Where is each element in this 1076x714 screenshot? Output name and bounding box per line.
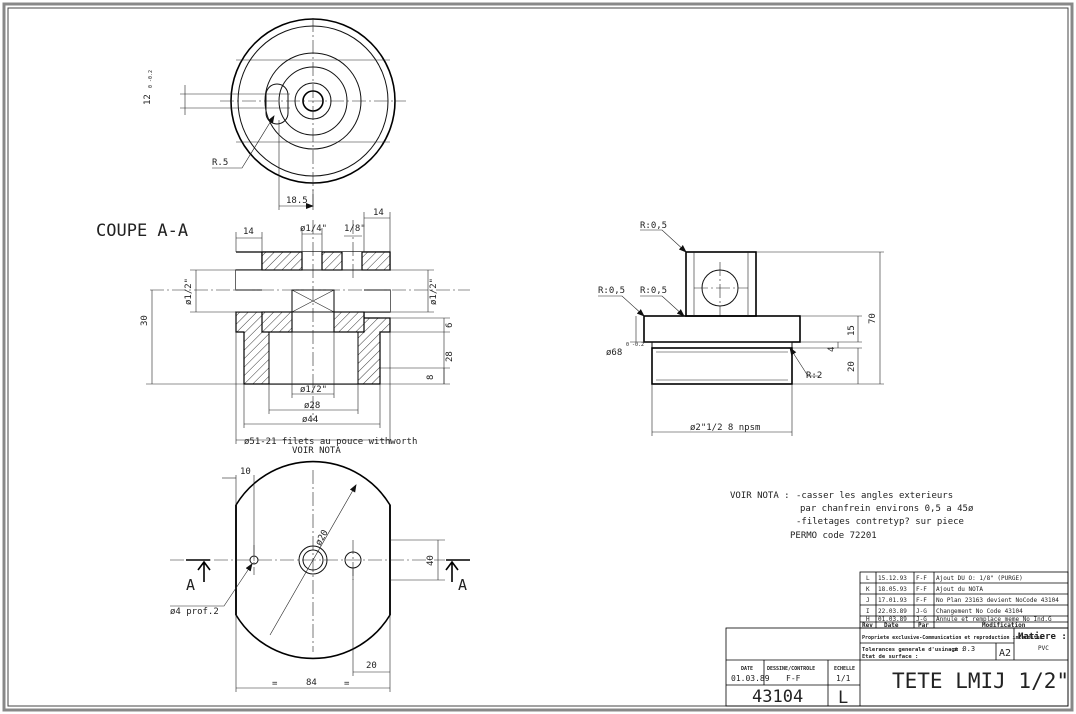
dim-sec-14a: 14 (243, 227, 254, 237)
rev-row-4-par: J-G (916, 608, 927, 615)
rev-header-rev: Rev (862, 622, 873, 629)
dim-side-r05a: R:0,5 (640, 221, 667, 231)
dim-top-185: 18.5 (286, 196, 308, 206)
section-title: COUPE A-A (96, 221, 188, 241)
dim-sec-6: 6 (445, 323, 455, 328)
tb-surface-label: Etat de surface : (862, 654, 918, 660)
nota-label: VOIR NOTA : (730, 491, 790, 501)
rev-row-2-rev: K (866, 586, 870, 593)
rev-row-4-date: 22.03.89 (878, 608, 907, 615)
inner-frame (7, 7, 1069, 707)
rev-row-3-date: 17.01.93 (878, 597, 907, 604)
rev-header-mod: Modification (982, 622, 1026, 629)
rev-header-par: Par (918, 622, 929, 629)
dim-bot-eq2: = (344, 679, 350, 689)
dim-bot-phi4: ø4 prof.2 (170, 607, 219, 617)
nota-line-3: -filetages contretyp? sur piece (796, 517, 964, 527)
tb-title: TETE LMIJ 1/2" (892, 669, 1069, 693)
top-view (180, 18, 406, 210)
bottom-view (170, 460, 470, 692)
title-block (725, 571, 1069, 707)
revision-table: L 15.12.93 F-F Ajout DU O: 1/8" (PURGE) … (862, 575, 1059, 629)
side-view (598, 229, 884, 436)
dim-side-r2: R:2 (806, 371, 822, 381)
dim-side-70: 70 (868, 313, 878, 324)
rev-row-5-par: J-G (916, 616, 927, 623)
rev-row-1-date: 15.12.93 (878, 575, 907, 582)
tb-designer-label: DESSINE/CONTROLE (767, 666, 815, 672)
dim-bot-20: 20 (366, 661, 377, 671)
rev-row-3-rev: J (866, 597, 870, 604)
rev-row-3-par: F-F (916, 597, 927, 604)
dim-side-r05c: R:0,5 (640, 286, 667, 296)
tb-scale-label: ECHELLE (834, 666, 855, 672)
dim-side-r05b: R:0,5 (598, 286, 625, 296)
dim-sec-phi12r: ø1/2" (429, 278, 439, 305)
dim-sec-phi44: ø44 (302, 415, 318, 425)
dim-sec-phi12l: ø1/2" (184, 278, 194, 305)
tb-matiere-value: PVC (1038, 645, 1049, 652)
tb-date-label: DATE (741, 666, 753, 672)
rev-row-5-date: 01.03.89 (878, 616, 907, 623)
dim-bot-84: 84 (306, 678, 317, 688)
section-view (146, 212, 470, 444)
tb-revision: L (838, 688, 848, 708)
dim-sec-28: 28 (445, 351, 455, 362)
rev-row-3-mod: No Plan 23163 devient NoCode 43104 (936, 597, 1059, 604)
tb-designer-value: F-F (786, 674, 801, 683)
nota-line-4: PERMO code 72201 (790, 531, 877, 541)
top-slot (265, 83, 289, 125)
rev-row-2-mod: Ajout du NOTA (936, 586, 983, 593)
rev-row-1-mod: Ajout DU O: 1/8" (PURGE) (936, 575, 1023, 582)
dim-sec-30: 30 (140, 315, 150, 326)
rev-row-2-par: F-F (916, 586, 927, 593)
dim-side-20: 20 (847, 361, 857, 372)
rev-header-date: Date (884, 622, 899, 629)
nota-line-1: -casser les angles exterieurs (796, 491, 953, 501)
dim-side-4: 4 (827, 347, 837, 352)
dim-sec-thread: ø51-21 filets au pouce withworth (244, 437, 417, 447)
dim-bot-phi20: ø20 (314, 528, 331, 547)
dim-bot-eq1: = (272, 679, 278, 689)
dim-bot-10: 10 (240, 467, 251, 477)
tb-tol-value: ± 0.3 (954, 645, 975, 653)
dim-side-phi68: ø68 (606, 348, 622, 358)
tb-tol-label: Tolerances generale d'usinage : (862, 647, 965, 653)
rev-row-5-rev: H (866, 616, 870, 623)
dim-sec-phi12b: ø1/2" (300, 385, 327, 395)
dim-sec-14b: 14 (373, 208, 384, 218)
dim-top-tol: 0 -0.2 (148, 70, 154, 88)
tb-format: A2 (999, 648, 1011, 659)
dim-sec-18: 1/8" (344, 224, 366, 234)
rev-row-1-par: F-F (916, 575, 927, 582)
tb-matiere-label: Matiere : (1018, 631, 1067, 642)
dim-sec-phi28: ø28 (304, 401, 320, 411)
dim-sec-phi14: ø1/4" (300, 224, 327, 234)
dim-sec-8: 8 (426, 375, 436, 380)
rev-row-5-mod: Annule et remplace meme No Ind.G (936, 616, 1052, 623)
dim-side-15: 15 (847, 325, 857, 336)
section-mark-a-right: A (458, 576, 467, 594)
dim-bot-40: 40 (426, 555, 436, 566)
dim-side-thread: ø2"1/2 8 npsm (690, 423, 760, 433)
rev-row-1-rev: L (866, 575, 870, 582)
rev-row-2-date: 18.05.93 (878, 586, 907, 593)
tb-scale-value: 1/1 (836, 674, 851, 683)
section-mark-a-left: A (186, 576, 195, 594)
tb-date-value: 01.03.89 (731, 674, 770, 683)
tb-property: Propriete exclusive-Communication et rep… (862, 635, 1043, 641)
rev-row-4-rev: I (866, 608, 870, 615)
rev-row-4-mod: Changement No Code 43104 (936, 608, 1023, 615)
tb-code: 43104 (752, 687, 803, 707)
dim-top-r5: R.5 (212, 158, 228, 168)
nota-line-2: par chanfrein environs 0,5 a 45ø (800, 504, 974, 514)
dim-top-12: 12 (143, 94, 153, 105)
dim-sec-voir: VOIR NOTA (292, 446, 341, 456)
dim-side-tol: 0 -0.2 (626, 342, 644, 348)
